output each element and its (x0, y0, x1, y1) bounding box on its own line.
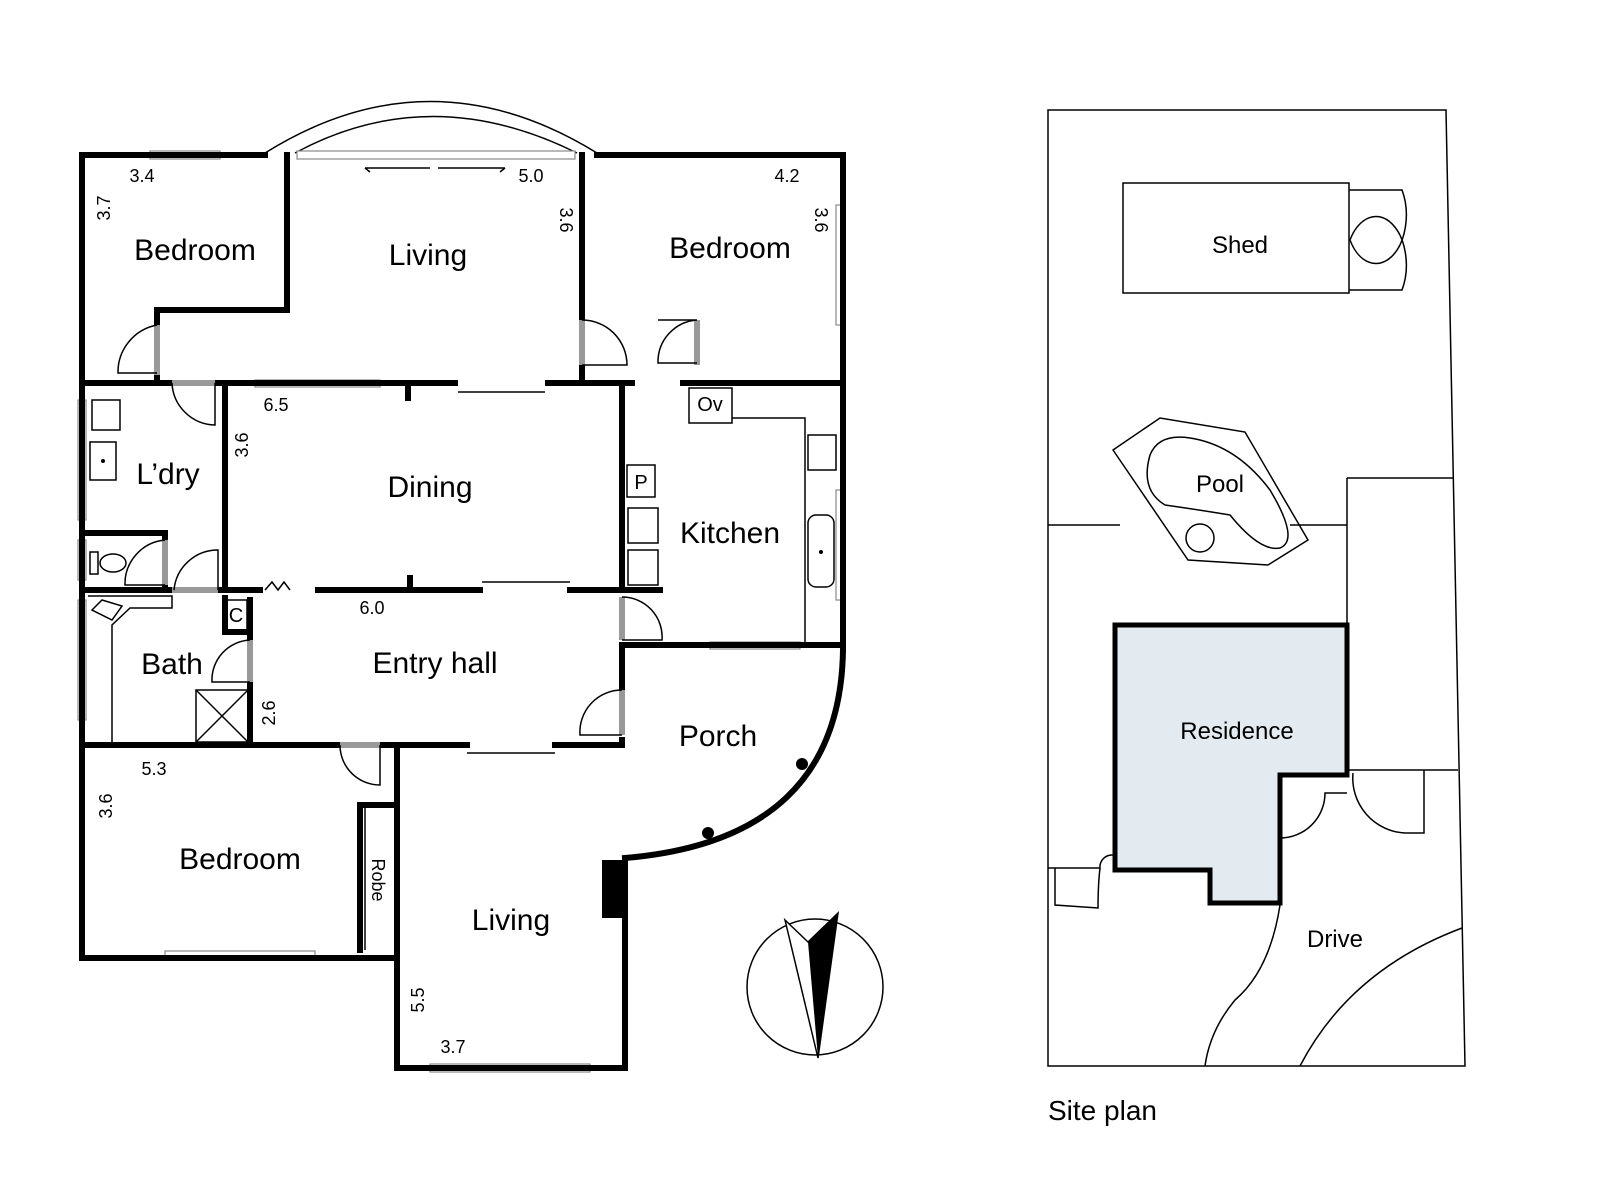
svg-text:3.6: 3.6 (96, 793, 116, 818)
pantry-box (626, 464, 656, 498)
site-boundary (1047, 109, 1466, 1067)
windows (77, 150, 845, 1073)
room-label-bath: Bath (141, 648, 203, 681)
pantry-label: P (634, 472, 647, 494)
svg-text:3.4: 3.4 (129, 166, 154, 186)
room-label-kitchen: Kitchen (680, 517, 780, 550)
room-label-laundry: L’dry (136, 458, 199, 491)
pool-surround (1111, 417, 1310, 566)
svg-text:3.7: 3.7 (440, 1037, 465, 1057)
svg-text:3.6: 3.6 (556, 207, 576, 232)
room-label-robe: Robe (368, 858, 388, 901)
svg-text:5.5: 5.5 (408, 987, 428, 1012)
shed-outline (1122, 182, 1350, 294)
north-compass-icon (746, 910, 884, 1059)
oven-label: Ov (697, 394, 723, 416)
room-label-bedroom-sw: Bedroom (179, 843, 301, 876)
svg-text:6.0: 6.0 (359, 598, 384, 618)
svg-text:4.2: 4.2 (774, 166, 799, 186)
svg-text:3.6: 3.6 (811, 207, 831, 232)
oven-box (688, 387, 733, 424)
room-label-entry-hall: Entry hall (372, 647, 497, 680)
bay-window-inner (294, 115, 578, 154)
site-label-pool: Pool (1196, 471, 1244, 498)
walls (79, 152, 847, 1071)
dimension-labels: 3.4 3.7 5.0 3.6 4.2 3.6 6.5 3.6 6.0 2.6 … (94, 166, 831, 1057)
cupboard-label: C (229, 605, 243, 627)
fixtures (88, 387, 837, 839)
site-plan: Shed Pool Residence Drive (1047, 109, 1466, 1067)
svg-text:5.3: 5.3 (141, 759, 166, 779)
room-label-porch: Porch (679, 720, 757, 753)
room-label-living-north: Living (389, 239, 467, 272)
site-plan-title: Site plan (1048, 1095, 1157, 1126)
svg-text:2.6: 2.6 (259, 700, 279, 725)
room-label-bedroom-nw: Bedroom (134, 234, 256, 267)
site-label-shed: Shed (1212, 232, 1268, 259)
svg-text:6.5: 6.5 (263, 395, 288, 415)
room-label-bedroom-ne: Bedroom (669, 232, 791, 265)
bay-window-outer (264, 100, 598, 154)
residence-outline (1112, 622, 1350, 906)
cupboard-box (224, 599, 248, 631)
doors (117, 167, 700, 786)
kitchen-sink-icon (807, 514, 835, 588)
pool-outline (1146, 436, 1289, 550)
svg-text:3.7: 3.7 (94, 195, 114, 220)
toilet-icon (99, 553, 127, 573)
shower-icon (195, 689, 249, 743)
svg-text:3.6: 3.6 (232, 432, 252, 457)
room-label-living-south: Living (472, 904, 550, 937)
washing-machine-icon (91, 399, 121, 431)
site-label-residence: Residence (1180, 718, 1293, 745)
laundry-sink-icon (89, 441, 117, 481)
site-label-drive: Drive (1307, 926, 1363, 953)
basin-icon (90, 599, 124, 621)
cooktop-icon (807, 434, 837, 471)
room-label-dining: Dining (387, 471, 472, 504)
svg-text:5.0: 5.0 (518, 166, 543, 186)
